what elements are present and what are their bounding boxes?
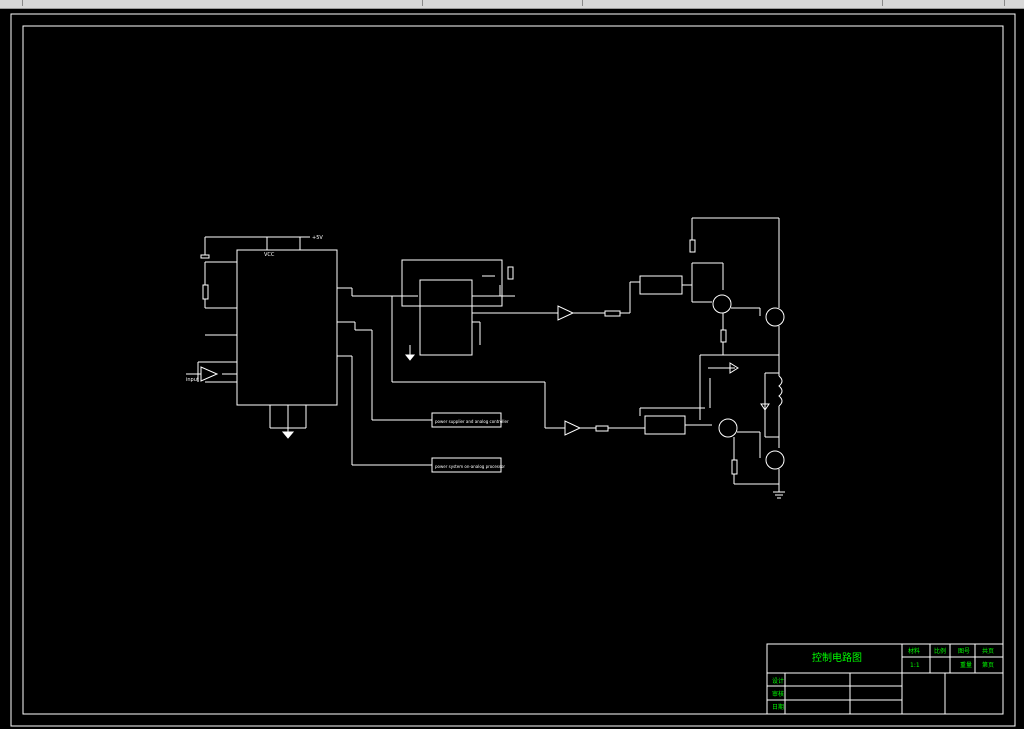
toolbar-segment[interactable] [582,0,883,6]
inner-border [22,25,1004,715]
tb-reviewer: 审核 [772,690,784,698]
drawing-title: 控制电路图 [812,651,862,664]
toolbar-segment[interactable] [22,0,423,6]
output-box-2-label: power system on-analog processor [435,464,505,469]
lower-power-transistor [765,450,785,470]
output-box-1-label: power supplier and analog controller [435,419,509,424]
ground-symbol [281,431,295,439]
main-ic [236,249,338,406]
title-block [766,643,1004,715]
upper-power-transistor [765,307,785,327]
upper-buffer [557,305,575,321]
diode [729,362,739,374]
resistor [595,425,609,432]
resistor [604,310,621,317]
upper-transistor-q1 [712,294,732,314]
second-ic [419,279,473,356]
lower-transistor-q2 [718,418,738,438]
tb-scale-value: 1:1 [910,662,920,669]
upper-optocoupler [639,275,683,295]
lower-optocoupler [644,415,686,435]
tb-total-pages: 共页 [982,647,994,655]
tb-material: 材料 [908,647,920,655]
input-label: input [186,377,199,383]
zener-diode [760,403,770,411]
lower-buffer [564,420,582,436]
motor-coil [778,375,783,407]
tb-date: 日期 [772,703,784,711]
tb-drawing-no: 图号 [958,648,970,655]
resistor [202,284,209,300]
resistor [720,329,727,343]
toolbar-segment[interactable] [882,0,1005,6]
toolbar-segment[interactable] [0,0,23,6]
input-buffer [200,366,219,382]
toolbar-segment[interactable] [422,0,583,6]
outer-border [10,13,1016,727]
output-box-2 [431,457,502,473]
power-label: +5V [312,235,323,241]
tb-page: 第页 [982,661,994,669]
tb-scale: 比例 [934,647,946,655]
output-box-1 [431,412,502,428]
resistor [731,459,738,475]
ic-vcc-label: VCC [264,252,275,258]
tb-designer: 设计 [772,677,784,685]
tb-weight: 重量 [960,661,972,669]
application-toolbar [0,0,1024,9]
